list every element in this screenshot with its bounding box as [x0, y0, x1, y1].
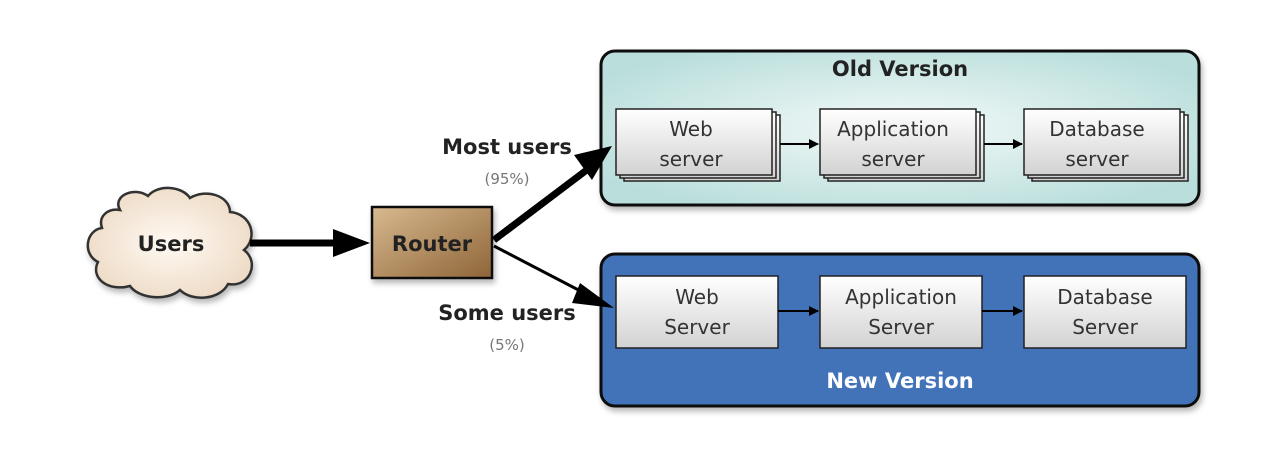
new-app-line2: Server: [868, 315, 934, 339]
most-users-label: Most users: [442, 135, 572, 159]
users-label: Users: [138, 232, 205, 256]
old-db-line1: Database: [1049, 117, 1144, 141]
new-db-line1: Database: [1057, 285, 1152, 309]
most-users-arrow: [491, 146, 612, 243]
new-version-title: New Version: [826, 369, 973, 393]
old-app-line2: server: [861, 147, 925, 171]
old-app-line1: Application: [837, 117, 949, 141]
old-version-title: Old Version: [832, 57, 968, 81]
old-web-line1: Web: [669, 117, 713, 141]
users-to-router-arrow: [250, 229, 370, 257]
old-db-line2: server: [1065, 147, 1129, 171]
some-users-share: (5%): [489, 336, 525, 354]
old-database-server: Database server: [1023, 108, 1189, 182]
router-node: Router: [370, 205, 494, 280]
users-cloud: Users: [86, 186, 254, 299]
new-db-line2: Server: [1072, 315, 1138, 339]
old-application-server: Application server: [819, 108, 985, 182]
new-web-line2: Server: [664, 315, 730, 339]
some-users-label: Some users: [438, 301, 576, 325]
old-web-line2: server: [659, 147, 723, 171]
new-database-server: Database Server: [1023, 275, 1187, 349]
old-web-server: Web server: [615, 108, 781, 182]
new-web-line1: Web: [675, 285, 719, 309]
new-app-line1: Application: [845, 285, 957, 309]
router-label: Router: [392, 232, 473, 256]
new-application-server: Application Server: [819, 275, 983, 349]
some-users-arrow: [493, 244, 614, 308]
new-web-server: Web Server: [615, 275, 779, 349]
most-users-share: (95%): [484, 170, 529, 188]
